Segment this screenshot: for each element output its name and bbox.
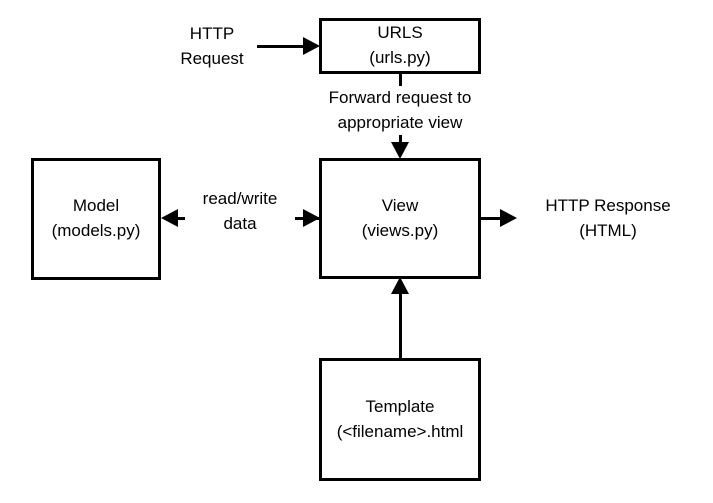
node-template-line1: Template bbox=[365, 396, 435, 416]
node-view[interactable]: View (views.py) bbox=[319, 158, 481, 279]
label-http-request-line2: Request bbox=[180, 48, 244, 68]
label-http-request-line1: HTTP bbox=[189, 24, 235, 43]
node-template[interactable]: Template (<filename>.html bbox=[319, 358, 481, 481]
edge-http-request-to-urls-line bbox=[257, 45, 305, 48]
label-read-write-data: read/write data bbox=[185, 187, 295, 237]
label-forward-request-line2: appropriate view bbox=[337, 112, 463, 132]
node-view-line1: View bbox=[381, 195, 419, 215]
edge-view-to-model-arrowhead-icon bbox=[161, 209, 178, 227]
node-model[interactable]: Model (models.py) bbox=[31, 158, 161, 280]
label-http-request: HTTP Request bbox=[152, 22, 272, 71]
label-read-write-data-line1: read/write bbox=[202, 189, 278, 208]
label-forward-request: Forward request to appropriate view bbox=[300, 86, 500, 136]
edge-view-to-http-response-arrowhead-icon bbox=[500, 209, 517, 227]
node-urls[interactable]: URLS (urls.py) bbox=[319, 18, 481, 74]
node-view-line2: (views.py) bbox=[361, 220, 439, 240]
edge-template-to-view-arrowhead-icon bbox=[391, 277, 409, 294]
label-http-response-line2: (HTML) bbox=[579, 220, 637, 240]
node-template-line2: (<filename>.html bbox=[336, 421, 464, 441]
edge-urls-to-view-line-upper bbox=[399, 73, 402, 91]
label-http-response-line1: HTTP Response bbox=[545, 196, 671, 215]
node-model-line1: Model bbox=[72, 196, 120, 216]
label-read-write-data-line2: data bbox=[223, 213, 257, 233]
edge-model-to-view-line bbox=[281, 217, 321, 220]
edge-template-to-view-line bbox=[399, 288, 402, 358]
edge-view-to-http-response-line bbox=[478, 217, 508, 220]
label-http-response: HTTP Response (HTML) bbox=[518, 194, 698, 243]
label-forward-request-line1: Forward request to bbox=[328, 88, 472, 107]
node-urls-line1: URLS bbox=[377, 23, 423, 43]
node-urls-line2: (urls.py) bbox=[369, 48, 431, 67]
edge-urls-to-view-line-lower bbox=[399, 126, 402, 146]
edge-http-request-to-urls-arrowhead-icon bbox=[303, 37, 320, 55]
edge-model-to-view-arrowhead-icon bbox=[303, 209, 320, 227]
edge-urls-to-view-arrowhead-icon bbox=[391, 142, 409, 159]
node-model-line2: (models.py) bbox=[51, 221, 141, 240]
